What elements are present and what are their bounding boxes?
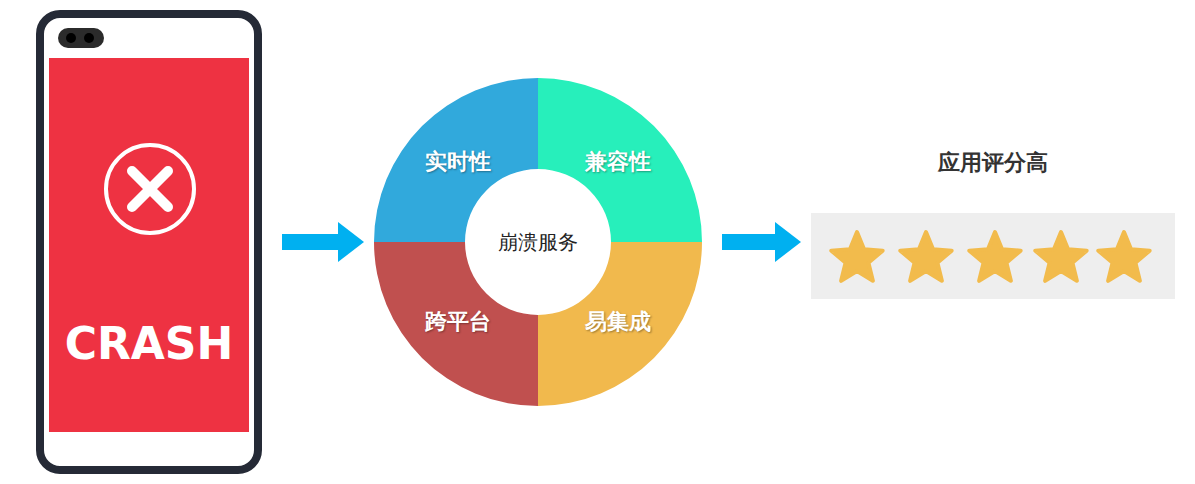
- arrow-head: [338, 222, 364, 262]
- node-label: 易集成: [568, 304, 668, 340]
- phone-camera: [58, 28, 104, 48]
- service-ring: 崩溃服务 实时性 兼容性跨平台 易集成: [374, 78, 702, 406]
- rating-star: [1098, 232, 1149, 281]
- ring-segment-fill: [374, 242, 538, 406]
- ring-segment: 易集成: [538, 242, 702, 406]
- rating-ground: [811, 213, 1175, 299]
- node-label: 崩溃服务: [458, 222, 618, 262]
- flow-arrow: [722, 222, 801, 262]
- node-label: 跨平台: [408, 304, 508, 340]
- rating-outline: [811, 213, 1175, 299]
- phone-body: [40, 14, 258, 470]
- arrow-head: [775, 222, 801, 262]
- rating-star: [969, 232, 1020, 281]
- ring-segment: 兼容性: [538, 78, 702, 242]
- phone-outline: [36, 10, 262, 474]
- crash-label: CRASH: [49, 308, 249, 378]
- rating-star: [831, 232, 882, 281]
- phone-screen-area: [49, 58, 249, 432]
- ring-segment-fill: [538, 78, 702, 242]
- ring-segment: 实时性: [374, 78, 538, 242]
- phone-screen: CRASH: [36, 10, 262, 474]
- ring-segment: 跨平台: [374, 242, 538, 406]
- ring-segment-fill: [374, 78, 538, 242]
- node-label: 兼容性: [568, 144, 668, 180]
- rating-heading: 应用评分高: [811, 145, 1175, 181]
- arrow-shaft: [722, 234, 776, 250]
- node-label: 实时性: [408, 144, 508, 180]
- ring-segment-fill: [538, 242, 702, 406]
- rating-box: 应用评分高: [811, 213, 1175, 299]
- arrow-shaft: [282, 234, 339, 250]
- flow-arrow: [282, 222, 364, 262]
- camera-lens: [84, 33, 94, 43]
- rating-star: [900, 232, 951, 281]
- rating-star: [1035, 232, 1086, 281]
- error-cross: [132, 171, 168, 207]
- error-icon: [106, 145, 194, 233]
- camera-lens: [66, 33, 76, 43]
